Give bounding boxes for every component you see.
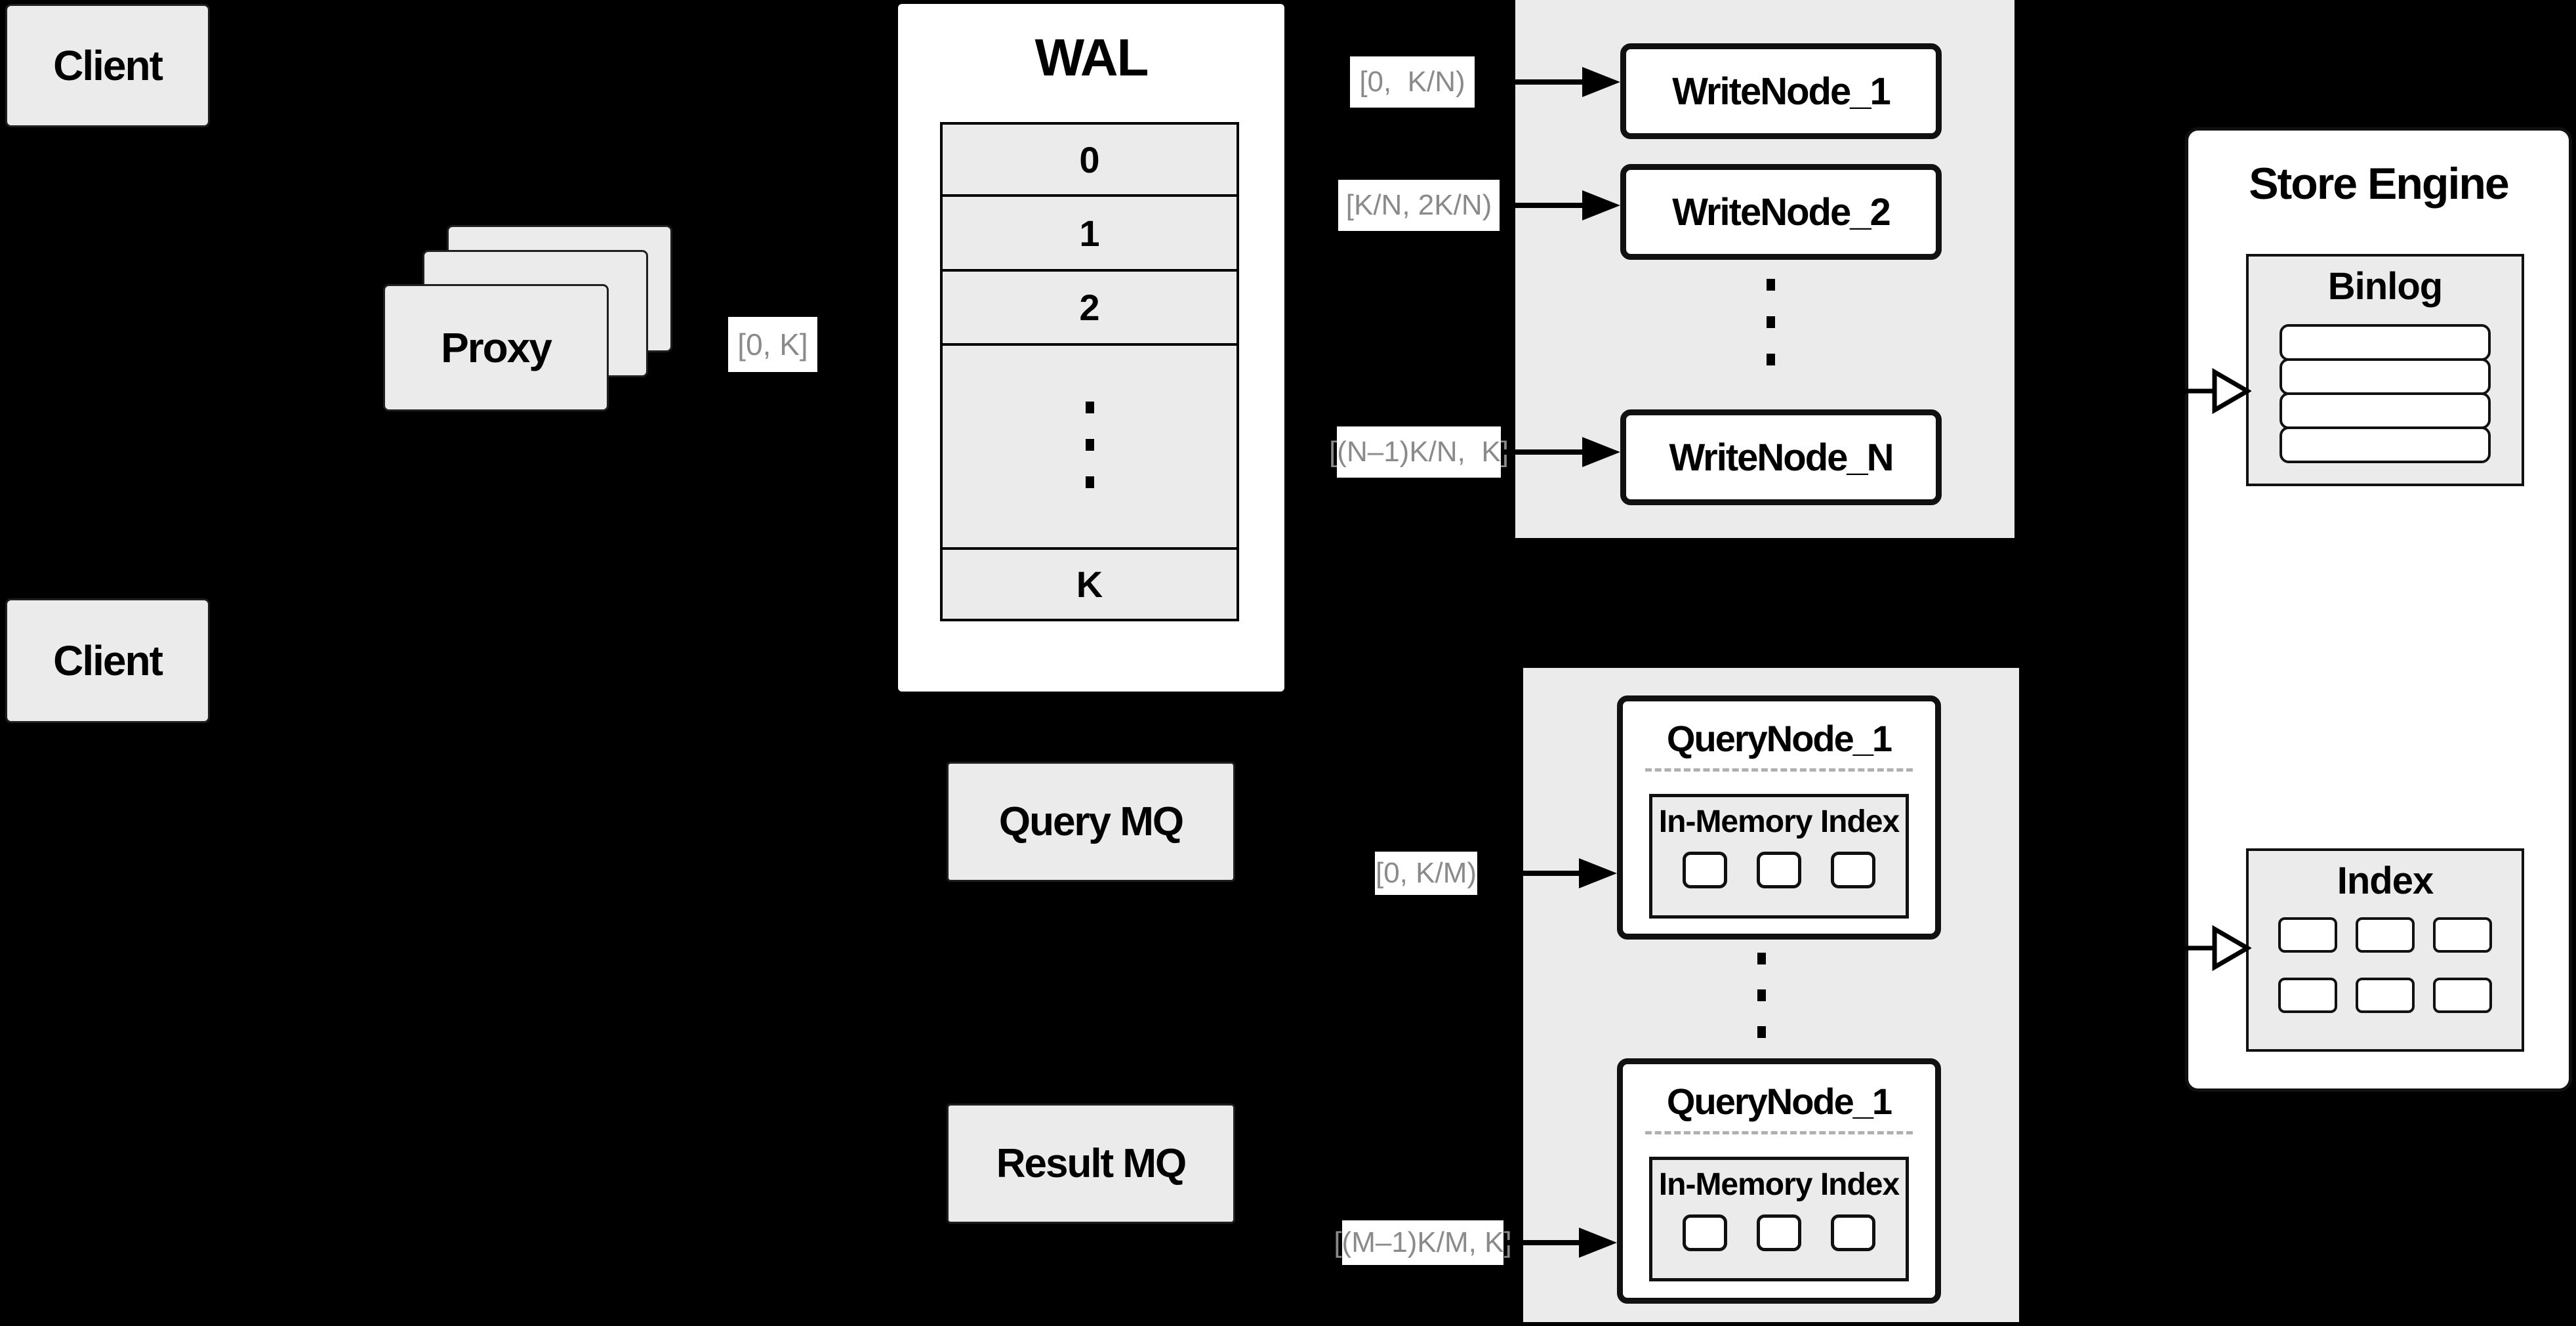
index-segment-cell: [1683, 1214, 1727, 1251]
proxy-range-label: [0, K]: [728, 317, 817, 372]
proxy-label: Proxy: [441, 324, 552, 371]
result-mq-label: Result MQ: [996, 1141, 1187, 1186]
write-node-1: WriteNode_1: [1620, 43, 1942, 139]
binlog-rows: [2280, 324, 2491, 463]
in-memory-index-box: In-Memory Index: [1649, 1157, 1909, 1281]
query-node-ellipsis-dot: [1757, 989, 1766, 1001]
wal-slot-1: 1: [940, 194, 1239, 272]
write-range-1-label: [0, K/N): [1350, 56, 1475, 108]
arrow-line: [1503, 1240, 1579, 1245]
in-memory-index-box: In-Memory Index: [1649, 794, 1909, 919]
index-box: Index: [2246, 848, 2524, 1052]
hollow-arrow-binlog-icon: [2173, 367, 2251, 415]
index-segment-cell: [1831, 1214, 1875, 1251]
write-node-ellipsis-dot: [1767, 279, 1775, 291]
wal-slot-0: 0: [940, 122, 1239, 197]
query-node-bottom: QueryNode_1 In-Memory Index: [1617, 1058, 1941, 1304]
query-node-bottom-title: QueryNode_1: [1666, 1080, 1892, 1122]
proxy-card-front: Proxy: [383, 284, 609, 411]
query-mq-label: Query MQ: [998, 799, 1184, 844]
index-cell: [2356, 978, 2415, 1013]
write-range-2-label: [K/N, 2K/N): [1338, 180, 1500, 231]
arrow-head-icon: [1582, 437, 1620, 467]
in-memory-index-title: In-Memory Index: [1658, 1167, 1900, 1202]
hollow-arrow-index-icon: [2173, 924, 2251, 972]
binlog-row: [2280, 324, 2491, 361]
client-bottom-label: Client: [53, 637, 163, 684]
index-segment-cell: [1757, 1214, 1801, 1251]
binlog-title: Binlog: [2327, 265, 2443, 308]
query-range-bottom-label: [(M–1)K/M, K]: [1334, 1220, 1512, 1265]
index-cell: [2433, 978, 2492, 1013]
wal-ellipsis-dot: [1086, 439, 1094, 451]
write-node-n: WriteNode_N: [1620, 409, 1942, 505]
wal-box: WAL 0 1 2 K: [895, 1, 1287, 694]
wal-slot-table: 0 1 2 K: [940, 122, 1239, 621]
wal-slot-k: K: [940, 547, 1239, 621]
index-segment-cell: [1831, 852, 1875, 888]
write-node-2: WriteNode_2: [1620, 164, 1942, 260]
write-range-n-label: [(N–1)K/N, K]: [1329, 426, 1509, 478]
index-title: Index: [2337, 860, 2434, 902]
write-node-ellipsis-dot: [1767, 316, 1775, 328]
query-range-top-label: [0, K/M): [1375, 852, 1477, 895]
binlog-box: Binlog: [2246, 254, 2524, 486]
arrow-line: [1477, 871, 1579, 876]
binlog-row: [2280, 358, 2491, 395]
arrow-head-icon: [1579, 1228, 1617, 1258]
write-node-n-label: WriteNode_N: [1669, 436, 1894, 479]
arrow-line: [1501, 449, 1582, 455]
arrow-line: [1475, 79, 1582, 85]
query-mq-box: Query MQ: [947, 762, 1235, 882]
arrow-head-icon: [1582, 190, 1620, 220]
write-node-1-label: WriteNode_1: [1672, 70, 1891, 113]
index-cell: [2278, 917, 2337, 953]
wal-ellipsis-dot: [1086, 476, 1094, 488]
arrow-head-icon: [1579, 858, 1617, 888]
index-cell: [2356, 917, 2415, 953]
store-engine-title: Store Engine: [2249, 159, 2509, 209]
write-node-2-label: WriteNode_2: [1672, 190, 1891, 234]
result-mq-box: Result MQ: [947, 1104, 1235, 1224]
query-node-ellipsis-dot: [1757, 953, 1766, 964]
binlog-row: [2280, 392, 2491, 429]
query-node-top: QueryNode_1 In-Memory Index: [1617, 695, 1941, 940]
client-top-label: Client: [53, 42, 163, 89]
client-top-box: Client: [5, 4, 210, 127]
store-engine-box: Store Engine Binlog Index: [2185, 127, 2572, 1092]
wal-slot-2: 2: [940, 269, 1239, 346]
in-memory-index-title: In-Memory Index: [1658, 804, 1900, 839]
dashed-divider: [1645, 1131, 1913, 1134]
client-bottom-box: Client: [5, 598, 210, 723]
query-node-top-title: QueryNode_1: [1666, 717, 1892, 759]
index-grid: [2278, 917, 2492, 1013]
index-cell: [2433, 917, 2492, 953]
wal-title: WAL: [1034, 28, 1149, 87]
arrow-line: [1500, 203, 1582, 208]
dashed-divider: [1645, 768, 1913, 772]
index-segment-cell: [1757, 852, 1801, 888]
index-cell: [2278, 978, 2337, 1013]
write-node-ellipsis-dot: [1767, 354, 1775, 365]
index-segment-cell: [1683, 852, 1727, 888]
arrow-head-icon: [1582, 67, 1620, 97]
wal-ellipsis-dot: [1086, 402, 1094, 413]
query-node-ellipsis-dot: [1757, 1026, 1766, 1038]
binlog-row: [2280, 426, 2491, 463]
